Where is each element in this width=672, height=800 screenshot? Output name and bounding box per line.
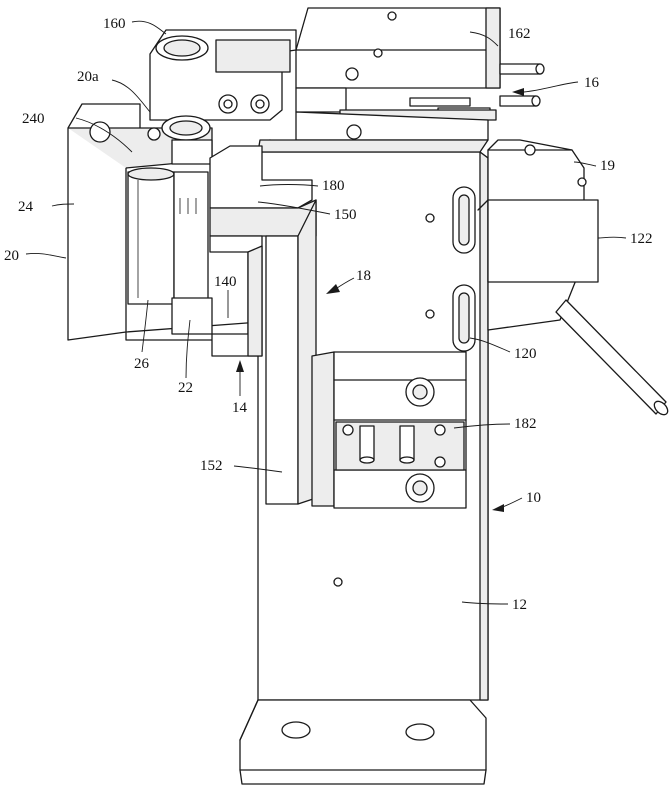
label-180: 180 xyxy=(322,178,345,194)
clamp-module-182 xyxy=(312,352,466,508)
label-240: 240 xyxy=(22,111,45,127)
label-162: 162 xyxy=(508,26,531,42)
label-16: 16 xyxy=(584,75,600,91)
label-22: 22 xyxy=(178,380,193,396)
label-10: 10 xyxy=(526,490,541,506)
label-19: 19 xyxy=(600,158,615,174)
label-150: 150 xyxy=(334,207,357,223)
plate-hole xyxy=(426,214,434,222)
label-12: 12 xyxy=(512,597,527,613)
arm-140-bracket xyxy=(210,236,262,356)
plate-hole xyxy=(334,578,342,586)
sensor-cable xyxy=(556,300,670,417)
label-152: 152 xyxy=(200,458,223,474)
base-foot xyxy=(240,700,486,784)
label-20: 20 xyxy=(4,248,19,264)
arm-vertical-18 xyxy=(266,200,316,504)
head-block-160 xyxy=(150,30,296,120)
cylinder-22 xyxy=(172,172,212,334)
cylinder-26 xyxy=(128,168,174,304)
top-block-162 xyxy=(296,8,500,88)
label-140: 140 xyxy=(214,274,237,290)
label-24: 24 xyxy=(18,199,34,215)
label-160: 160 xyxy=(103,16,126,32)
label-182: 182 xyxy=(514,416,537,432)
sensor-cover-plate xyxy=(478,200,598,282)
plate-hole xyxy=(426,310,434,318)
slot-top xyxy=(453,187,475,253)
label-18: 18 xyxy=(356,268,371,284)
label-20a: 20a xyxy=(77,69,99,85)
label-122: 122 xyxy=(630,231,653,247)
label-120: 120 xyxy=(514,346,537,362)
label-14: 14 xyxy=(232,400,248,416)
label-26: 26 xyxy=(134,356,150,372)
slot-bottom xyxy=(453,285,475,351)
